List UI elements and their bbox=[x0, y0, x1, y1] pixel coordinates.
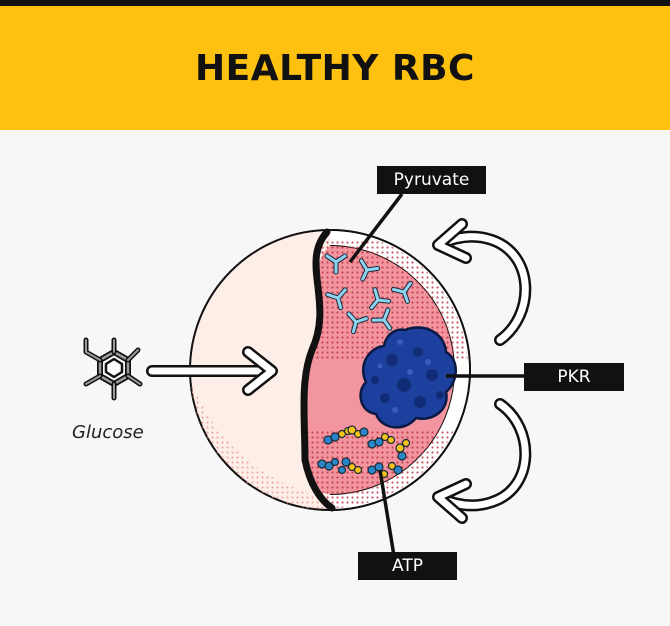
atp-label: ATP bbox=[358, 552, 457, 580]
header-banner: HEALTHY RBC bbox=[0, 6, 670, 130]
rbc-diagram bbox=[83, 192, 532, 557]
glucose-molecule-icon bbox=[83, 337, 143, 401]
cell-membrane bbox=[300, 228, 336, 512]
top-rule bbox=[0, 0, 670, 6]
pkr-label: PKR bbox=[524, 363, 624, 391]
glucose-label: Glucose bbox=[72, 422, 144, 443]
curved-arrow-icon bbox=[432, 398, 532, 524]
pyruvate-molecules bbox=[324, 253, 413, 335]
page-title: HEALTHY RBC bbox=[195, 47, 475, 89]
arrow-right-icon bbox=[146, 346, 278, 396]
pyruvate-label: Pyruvate bbox=[377, 166, 486, 194]
leader-lines bbox=[348, 192, 526, 557]
pkr-enzyme-icon bbox=[359, 326, 457, 429]
curved-arrow-icon bbox=[432, 218, 532, 346]
